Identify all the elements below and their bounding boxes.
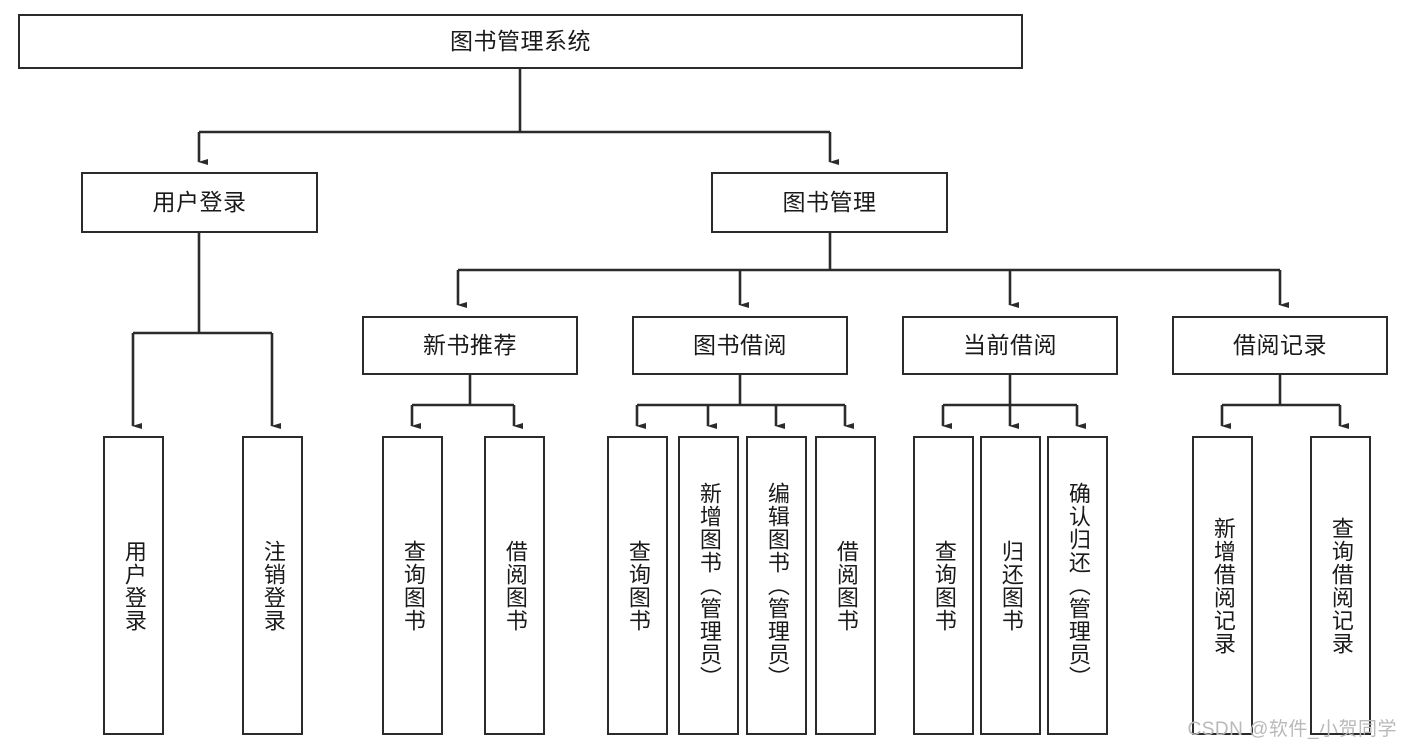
node-label: 查询借阅记录 bbox=[1328, 516, 1354, 655]
leaf-user-login[interactable]: 用户登录 bbox=[103, 436, 164, 735]
leaf-return-book[interactable]: 归还图书 bbox=[980, 436, 1041, 735]
leaf-add-book[interactable]: 新增图书（管理员） bbox=[678, 436, 739, 735]
leaf-logout-login[interactable]: 注销登录 bbox=[242, 436, 303, 735]
node-root-system[interactable]: 图书管理系统 bbox=[18, 14, 1023, 69]
node-label: 用户登录 bbox=[121, 539, 147, 632]
node-label: 编辑图书（管理员） bbox=[764, 482, 790, 689]
leaf-confirm-return[interactable]: 确认归还（管理员） bbox=[1047, 436, 1108, 735]
node-label: 新增图书（管理员） bbox=[696, 482, 722, 689]
node-label: 借阅记录 bbox=[1233, 331, 1327, 358]
leaf-query-book-3[interactable]: 查询图书 bbox=[913, 436, 974, 735]
node-label: 新书推荐 bbox=[423, 331, 517, 358]
leaf-query-book-1[interactable]: 查询图书 bbox=[382, 436, 443, 735]
node-label: 用户登录 bbox=[152, 188, 247, 215]
node-label: 当前借阅 bbox=[963, 331, 1057, 358]
node-label: 借阅图书 bbox=[502, 539, 528, 632]
node-label: 图书借阅 bbox=[693, 331, 787, 358]
node-book-manage[interactable]: 图书管理 bbox=[711, 172, 948, 233]
leaf-add-borrow-record[interactable]: 新增借阅记录 bbox=[1192, 436, 1253, 735]
node-book-borrow[interactable]: 图书借阅 bbox=[632, 316, 848, 375]
node-label: 归还图书 bbox=[998, 539, 1024, 632]
leaf-borrow-book-2[interactable]: 借阅图书 bbox=[815, 436, 876, 735]
node-label: 图书管理 bbox=[782, 188, 877, 215]
node-borrow-record[interactable]: 借阅记录 bbox=[1172, 316, 1388, 375]
watermark-text: CSDN @软件_小贺同学 bbox=[1187, 719, 1397, 740]
leaf-borrow-book-1[interactable]: 借阅图书 bbox=[484, 436, 545, 735]
node-label: 查询图书 bbox=[625, 539, 651, 632]
node-label: 新增借阅记录 bbox=[1210, 516, 1236, 655]
node-label: 注销登录 bbox=[260, 539, 286, 632]
leaf-edit-book[interactable]: 编辑图书（管理员） bbox=[746, 436, 807, 735]
node-label: 查询图书 bbox=[400, 539, 426, 632]
node-current-borrow[interactable]: 当前借阅 bbox=[902, 316, 1118, 375]
node-user-login[interactable]: 用户登录 bbox=[81, 172, 318, 233]
node-new-book-recommend[interactable]: 新书推荐 bbox=[362, 316, 578, 375]
node-label: 借阅图书 bbox=[833, 539, 859, 632]
node-label: 确认归还（管理员） bbox=[1065, 482, 1091, 689]
leaf-query-book-2[interactable]: 查询图书 bbox=[607, 436, 668, 735]
node-label: 图书管理系统 bbox=[450, 27, 591, 54]
leaf-query-borrow-record[interactable]: 查询借阅记录 bbox=[1310, 436, 1371, 735]
node-label: 查询图书 bbox=[931, 539, 957, 632]
